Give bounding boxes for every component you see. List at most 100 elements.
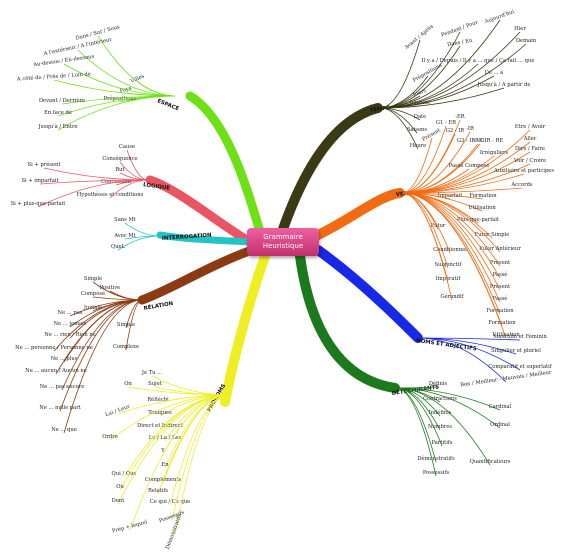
leaf-verbes[interactable]: Futur Antérieur (479, 245, 521, 252)
leaf-espace[interactable]: Jusqu'à / Entre (37, 123, 77, 130)
leaf-temps[interactable]: Demain (516, 38, 537, 44)
leaf-verbes[interactable]: Plus-que-parfait (457, 217, 500, 223)
leaf-logique[interactable]: Cause (119, 144, 135, 150)
leaf-verbes[interactable]: Conditionnel (433, 247, 467, 253)
leaf-determinants[interactable]: Partitifs (432, 440, 453, 446)
leaf-pronoms[interactable]: Réfléchi (147, 396, 169, 403)
leaf-verbes[interactable]: Imparfait (438, 193, 464, 199)
leaf-temps[interactable]: Saisons (407, 127, 427, 133)
leaf-relation[interactable]: Ne ... pas (58, 310, 83, 316)
leaf-relation[interactable]: Simple (117, 322, 135, 328)
leaf-noms[interactable]: Masculin et Féminin (493, 333, 547, 340)
leaf-interrogation[interactable]: Avec Mt (113, 233, 136, 239)
leaf-determinants[interactable]: Nombres (428, 424, 452, 430)
leaf-relation[interactable]: Ne ... aucun / Aucun ne (25, 368, 87, 374)
leaf-verbes[interactable]: Utilisation (468, 205, 496, 211)
leaf-verbes[interactable]: Futur (431, 223, 446, 229)
leaf-determinants[interactable]: Contractions (423, 396, 457, 402)
leaf-logique[interactable]: Conséquence (102, 155, 137, 162)
leaf-determinants[interactable]: Définis (429, 380, 448, 387)
leaf-relation[interactable]: Positive (100, 285, 120, 291)
leaf-verbes[interactable]: G1 - ER (436, 120, 457, 126)
leaf-temps[interactable]: Hier (514, 26, 526, 32)
leaf-verbes[interactable]: Présent (490, 259, 511, 266)
leaf-temps[interactable]: Prépositions (411, 61, 443, 84)
leaf-pronoms[interactable]: Relatifs (148, 488, 168, 494)
leaf-pronoms[interactable]: En (161, 462, 169, 468)
leaf-logique[interactable]: Hypothèses et conditions (77, 191, 144, 198)
leaf-relation[interactable]: Ne ... plus (51, 356, 78, 362)
leaf-verbes[interactable]: Présent (490, 283, 511, 290)
leaf-relation[interactable]: Composé (81, 290, 105, 297)
leaf-temps[interactable]: Jours (411, 88, 427, 99)
leaf-pronoms[interactable]: Prép + lequel (111, 518, 148, 534)
leaf-pronoms[interactable]: Le / La / Les (149, 435, 182, 441)
leaf-verbes[interactable]: Formation (486, 308, 514, 314)
leaf-verbes[interactable]: Aller (523, 136, 537, 142)
leaf-pronoms[interactable]: Y (160, 448, 165, 454)
center-node[interactable]: Grammaire Heuristique (247, 228, 319, 256)
leaf-determinants[interactable]: Cardinal (489, 404, 512, 410)
leaf-verbes[interactable]: Accords (510, 182, 532, 188)
leaf-pronoms[interactable]: Je Tu ... (141, 370, 163, 376)
leaf-pronoms[interactable]: Toniques (148, 410, 172, 416)
leaf-determinants[interactable]: Ordinal (490, 422, 510, 428)
leaf-verbes[interactable]: Irréguliers (480, 149, 509, 156)
leaf-verbes[interactable]: -RE (473, 138, 483, 144)
leaf-pronoms[interactable]: Où (116, 483, 124, 490)
leaf-determinants[interactable]: Démonstratifs (417, 455, 455, 462)
leaf-logique[interactable]: Si + plus-que-parfait (11, 201, 67, 207)
leaf-relation[interactable]: Ne ... personne / Personne ne (15, 345, 93, 351)
leaf-temps[interactable]: De ... à (485, 69, 504, 76)
leaf-noms[interactable]: Singulier et pluriel (491, 348, 541, 354)
leaf-verbes[interactable]: Subjonctif (435, 262, 463, 268)
leaf-verbes[interactable]: G3 - IR - OIR - RE (457, 138, 504, 144)
leaf-noms[interactable]: Bon / Meilleur - Mauvais / Meilleur (460, 370, 552, 389)
leaf-logique[interactable]: Si + présent (28, 161, 62, 168)
leaf-interrogation[interactable]: QueL (111, 244, 126, 250)
leaf-pronoms[interactable]: On (124, 381, 132, 387)
leaf-verbes[interactable]: Auxiliaire et participes (493, 168, 554, 174)
category-espace[interactable]: ESPACE (156, 98, 180, 112)
leaf-verbes[interactable]: Dire / Faire (515, 146, 545, 152)
category-logique[interactable]: LOGIQUE (143, 182, 171, 192)
leaf-verbes[interactable]: -ER (455, 114, 466, 120)
leaf-relation[interactable]: Ne ... que (51, 427, 77, 433)
leaf-temps[interactable]: Date (414, 114, 426, 120)
leaf-verbes[interactable]: Voir / Croire (513, 158, 546, 164)
leaf-verbes[interactable]: Futur Simple (475, 232, 510, 238)
leaf-espace[interactable]: Villes (129, 73, 146, 85)
category-interrogation[interactable]: INTERROGATION (162, 233, 212, 242)
leaf-espace[interactable]: Devant / Derrière (39, 97, 85, 104)
leaf-relation[interactable]: Ne ... pas encore (40, 384, 85, 390)
leaf-pronoms[interactable]: Sujet (148, 381, 163, 387)
leaf-espace[interactable]: A côté de / Près de / Loin de (16, 70, 91, 82)
leaf-temps[interactable]: Jusqu'à / A partir de (477, 81, 531, 88)
leaf-verbes[interactable]: G2 - IR (446, 128, 466, 134)
leaf-noms[interactable]: Comparatif et superlatif (488, 364, 552, 370)
leaf-logique[interactable]: Si + imparfait (21, 178, 59, 184)
leaf-temps[interactable]: Dans / En (447, 38, 474, 48)
leaf-temps[interactable]: Journée (409, 99, 431, 106)
leaf-temps[interactable]: Il y a / Depuis / Il y a ... que / Ça fa… (422, 58, 535, 64)
leaf-determinants[interactable]: Quantificateurs (470, 459, 511, 465)
leaf-interrogation[interactable]: Sans Mt (114, 217, 137, 223)
category-temps[interactable]: TEMPS (369, 105, 390, 114)
leaf-espace[interactable]: Au-dessus / En-dessous (32, 54, 95, 69)
leaf-logique[interactable]: But (115, 167, 125, 173)
leaf-pronoms[interactable]: Ordre (102, 434, 118, 440)
leaf-verbes[interactable]: Gérondif (440, 293, 464, 300)
leaf-pronoms[interactable]: Dont (112, 498, 126, 504)
leaf-pronoms[interactable]: Ce qui / Ce que (150, 499, 190, 505)
leaf-relation[interactable]: Simple (84, 276, 102, 282)
leaf-relation[interactable]: Ne ... nulle part (39, 405, 81, 411)
leaf-espace[interactable]: En face de (44, 110, 72, 116)
leaf-temps[interactable]: Avant / Après (402, 23, 435, 52)
leaf-relation[interactable]: Complexe (113, 344, 139, 350)
leaf-verbes[interactable]: Impératif (436, 275, 462, 282)
leaf-relation[interactable]: Ne ... rien / Rien ne (44, 332, 96, 338)
leaf-temps[interactable]: Pendant / Pour (440, 19, 479, 38)
leaf-verbes[interactable]: Formation (469, 193, 497, 199)
leaf-pronoms[interactable]: Direct et Indirect (137, 423, 184, 429)
leaf-verbes[interactable]: Passé (493, 271, 508, 278)
